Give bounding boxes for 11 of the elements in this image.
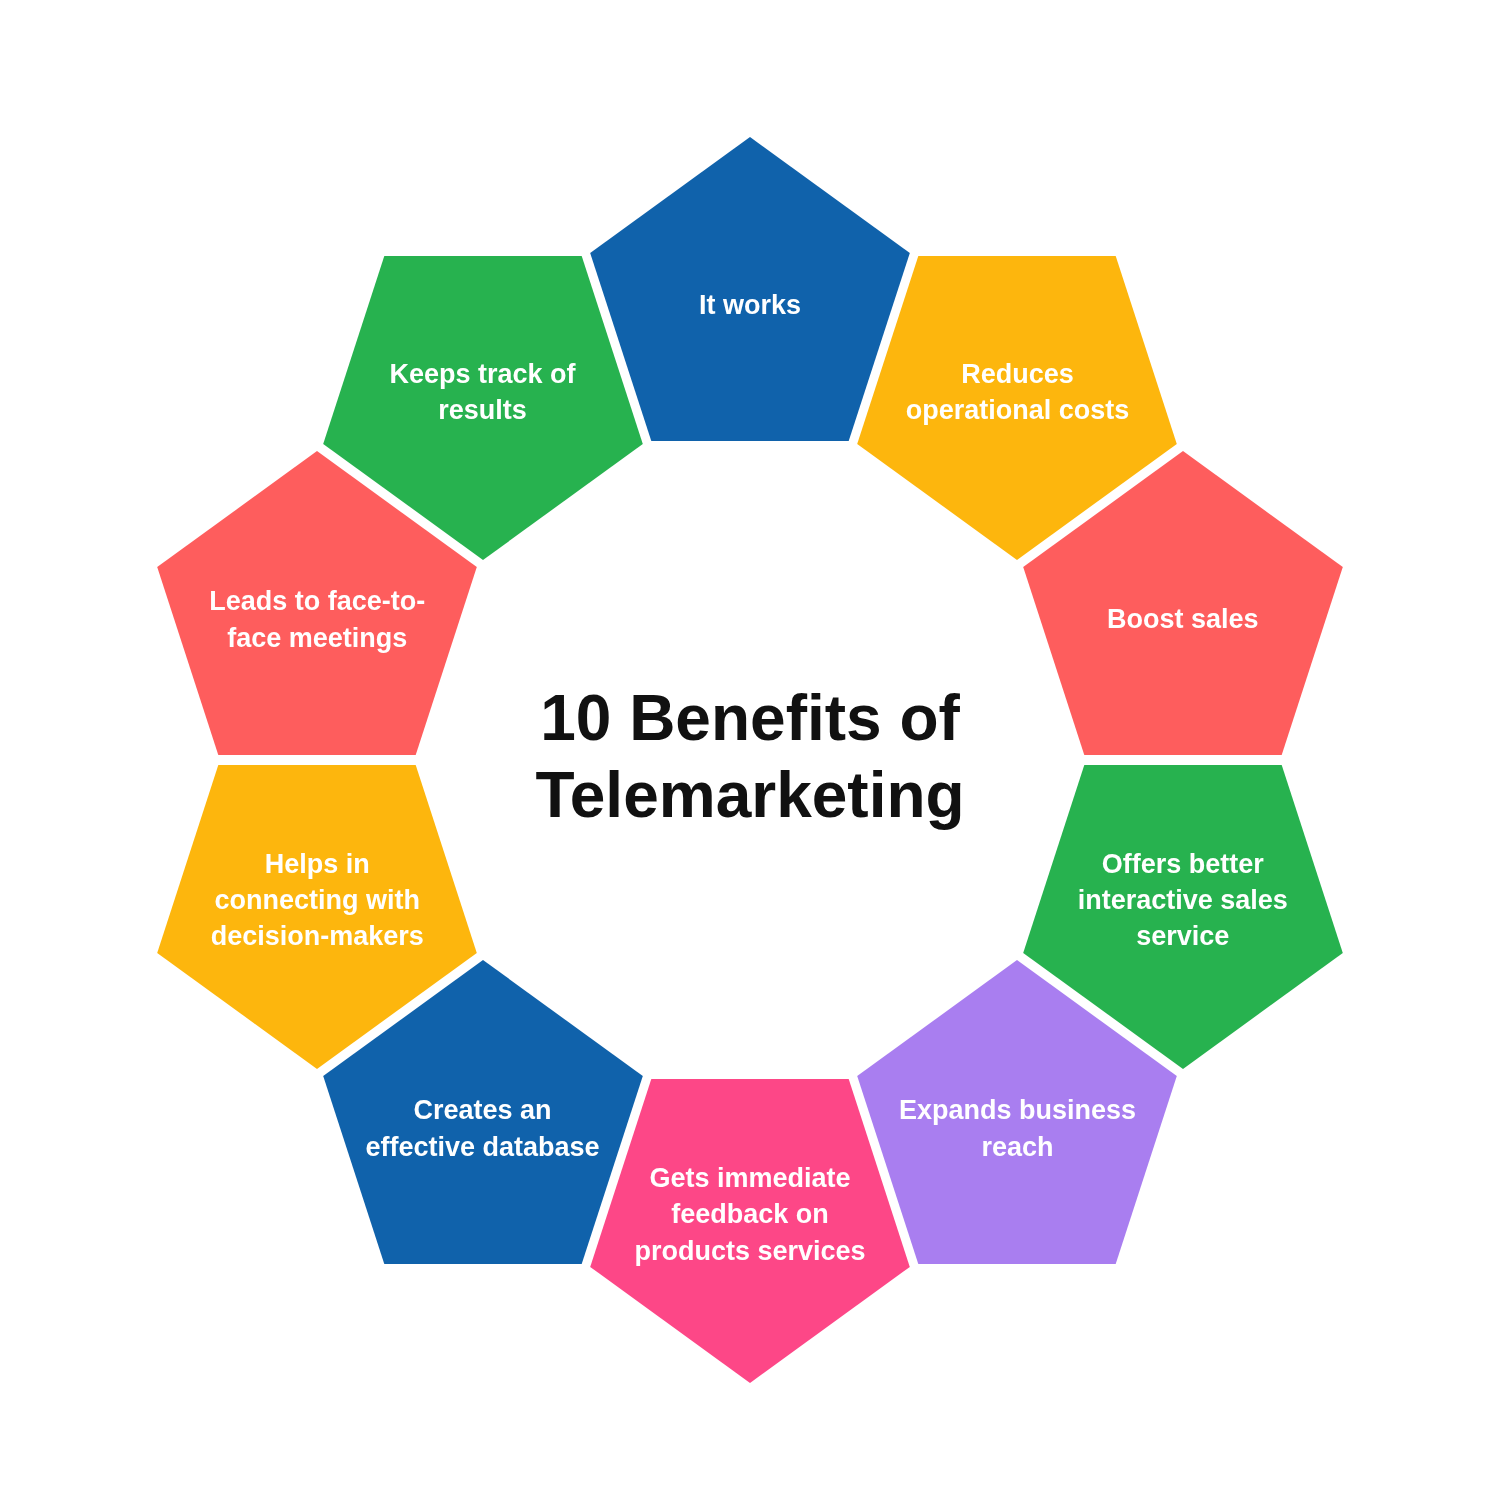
benefit-text: Expands business reach <box>897 1093 1137 1164</box>
benefit-text: It works <box>698 288 802 322</box>
title: 10 Benefits of Telemarketing <box>534 681 966 833</box>
benefit-text: Gets immediate feedback on products services <box>633 1162 867 1269</box>
benefit-text: Leads to face-to-face meetings <box>208 584 427 655</box>
benefit-text: Offers better interactive sales service <box>1076 847 1289 954</box>
benefit-text: Reduces operational costs <box>904 357 1131 427</box>
benefit-text: Boost sales <box>1105 603 1260 637</box>
benefit-text: Helps in connecting with decision-makers <box>209 847 425 954</box>
benefit-text: Keeps track of results <box>388 357 577 427</box>
benefit-text: Creates an effective database <box>364 1093 601 1164</box>
